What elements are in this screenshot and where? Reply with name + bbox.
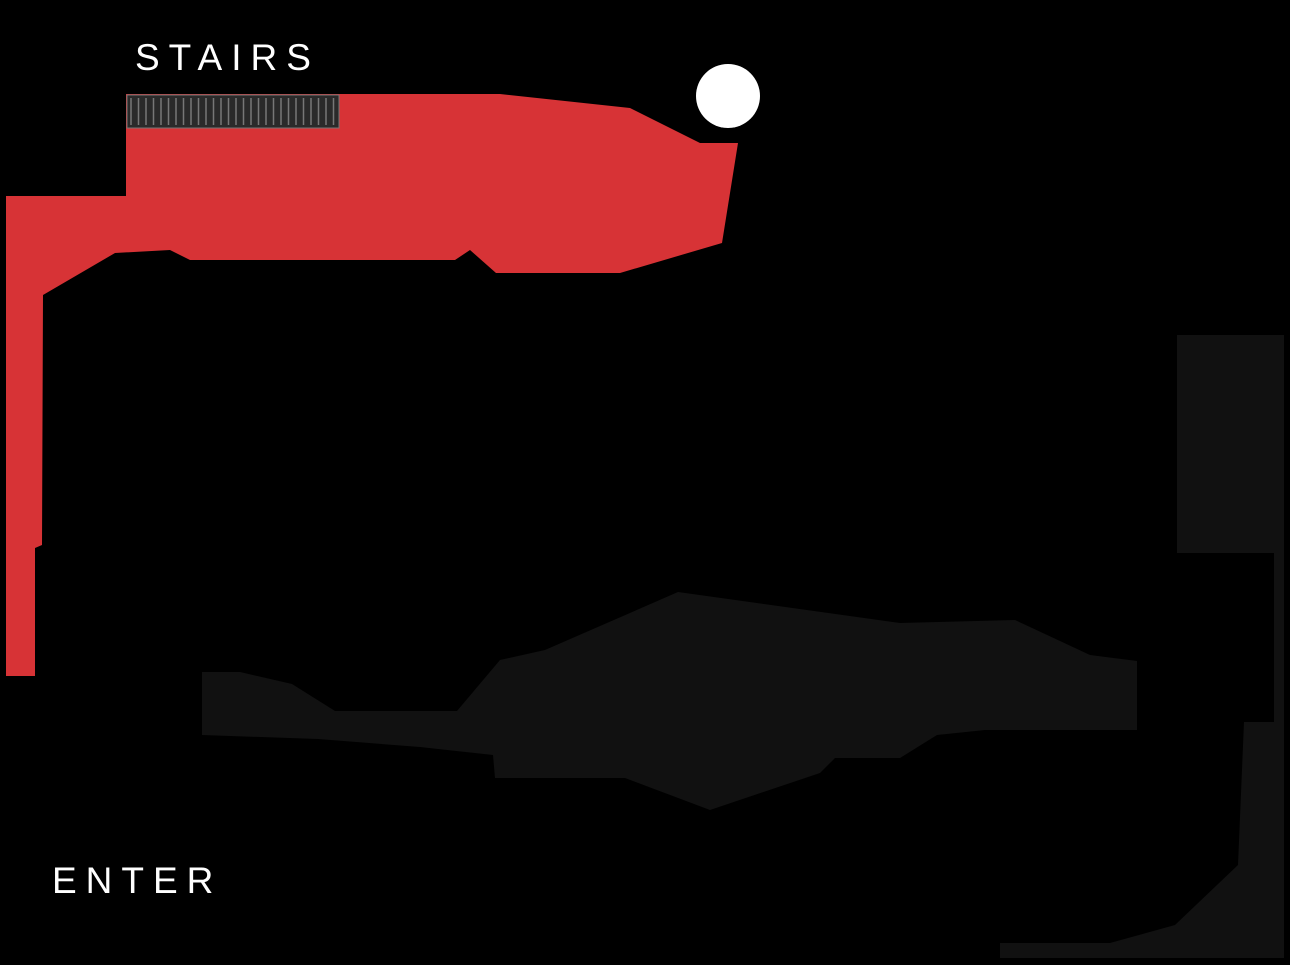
explored-region [6, 94, 738, 676]
enter-label: ENTER [52, 860, 223, 901]
unexplored-right-wall [1000, 335, 1284, 958]
stairs-label: STAIRS [135, 37, 320, 78]
stairs-icon [126, 94, 340, 129]
unexplored-corridor [202, 592, 1137, 810]
player-marker-icon [696, 64, 760, 128]
